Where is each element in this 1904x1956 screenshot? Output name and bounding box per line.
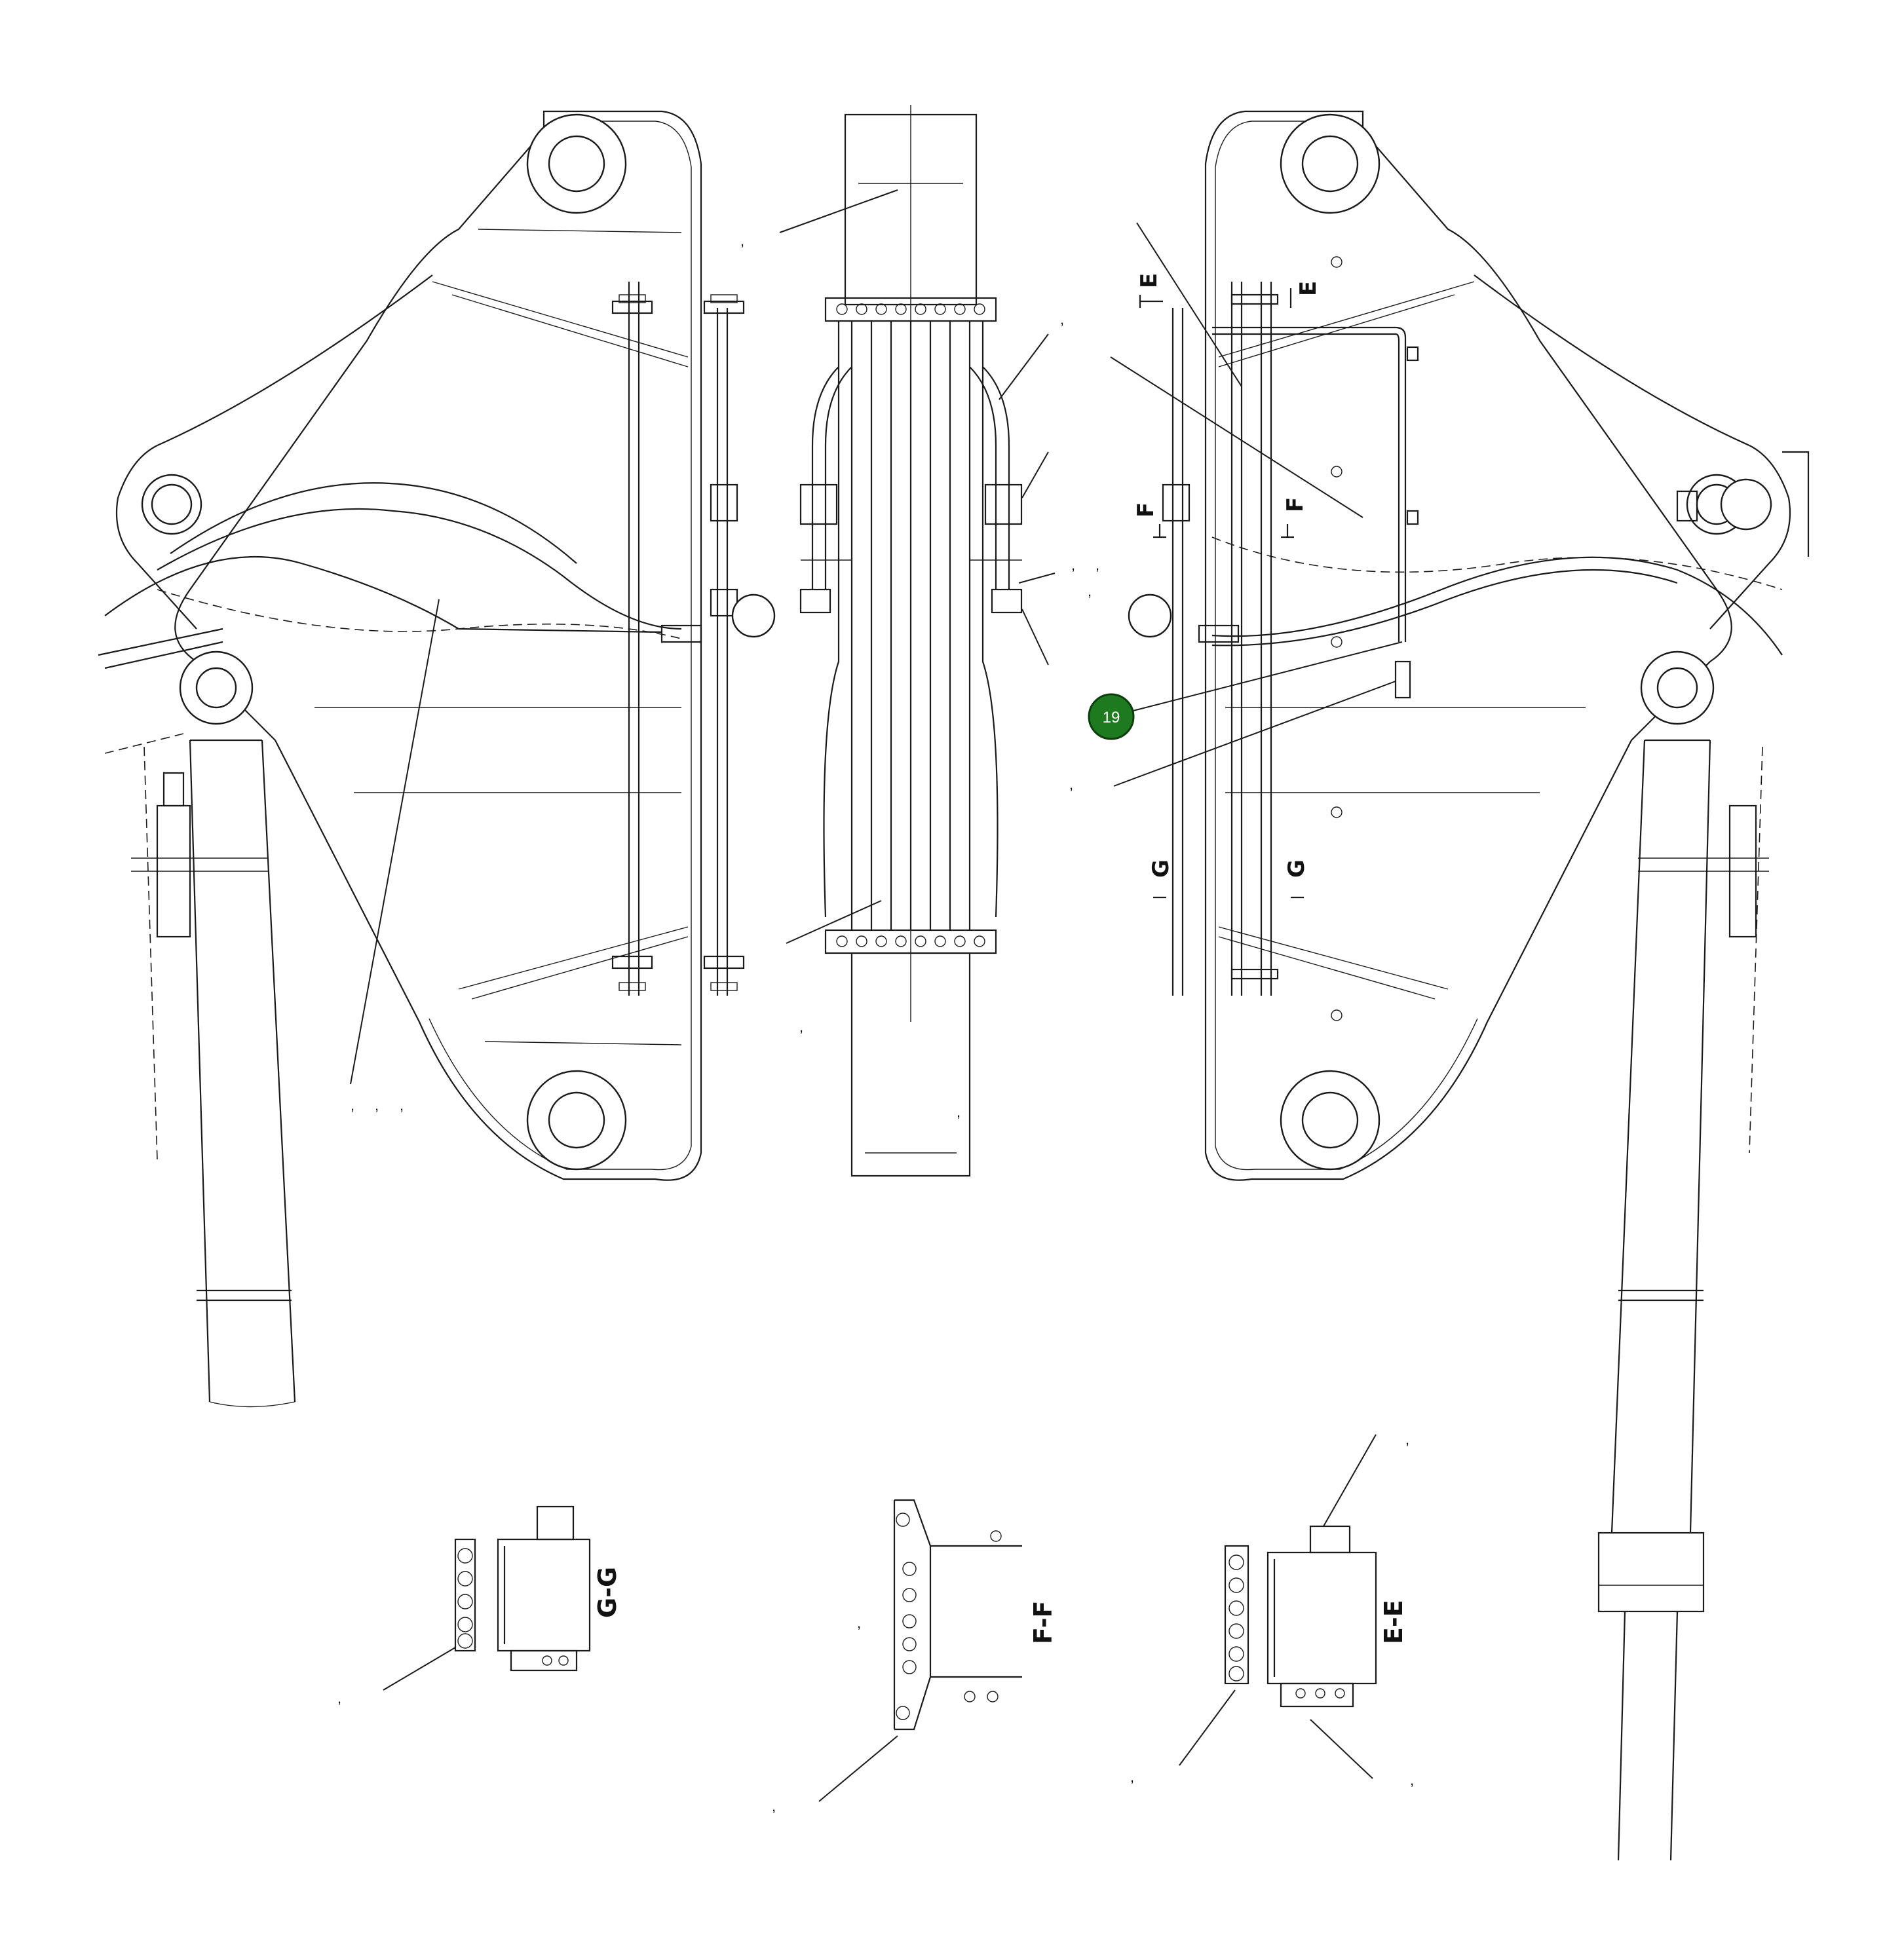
ref-mark: , <box>375 1097 379 1114</box>
section-view-ff <box>893 1499 1022 1731</box>
center-boom-top-view <box>799 105 1023 1177</box>
callout-number: 19 <box>1103 709 1120 726</box>
center-bolt-row-bottom <box>836 935 985 947</box>
section-mark-f-right: F <box>1282 497 1308 512</box>
section-mark-e-right: E <box>1295 281 1322 296</box>
left-cylinder-arm <box>98 628 296 1408</box>
ref-mark: , <box>740 233 744 249</box>
ref-mark: , <box>1071 557 1075 573</box>
right-boom-side-view <box>1128 110 1791 1181</box>
center-bolt-row-top <box>836 303 985 315</box>
view-title-ff: F-F <box>1029 1600 1057 1644</box>
section-view-ee <box>1224 1525 1377 1708</box>
ref-mark: , <box>1095 557 1099 573</box>
view-title-ee: E-E <box>1379 1600 1408 1644</box>
section-mark-e-left: E <box>1136 273 1162 288</box>
ref-mark: , <box>1130 1769 1134 1785</box>
ref-mark: , <box>351 1097 354 1114</box>
ref-mark: , <box>1405 1431 1409 1448</box>
left-boom-side-view <box>104 110 776 1181</box>
ref-mark: , <box>1060 311 1064 328</box>
ref-mark: , <box>1069 776 1073 793</box>
bolt-stack-left-top <box>619 294 738 991</box>
ref-mark: , <box>857 1615 861 1631</box>
view-title-gg: G-G <box>593 1567 622 1618</box>
leader-lines <box>350 189 1403 1802</box>
section-markers <box>1139 288 1304 899</box>
section-mark-g-left: G <box>1148 859 1174 878</box>
section-mark-f-left: F <box>1133 502 1159 517</box>
ref-mark: , <box>957 1104 961 1120</box>
section-mark-g-right: G <box>1284 859 1310 878</box>
ref-mark: , <box>772 1798 776 1815</box>
right-cylinder-arm <box>1597 451 1810 1861</box>
ref-mark: , <box>1410 1772 1414 1788</box>
ref-mark: , <box>337 1690 341 1706</box>
ref-mark: , <box>1088 583 1092 599</box>
ref-mark: , <box>400 1097 404 1114</box>
section-view-gg <box>454 1505 591 1672</box>
callout-circle[interactable] <box>1088 693 1135 740</box>
item-callout-19[interactable]: 19 <box>1088 693 1135 740</box>
ref-mark: , <box>799 1019 803 1035</box>
